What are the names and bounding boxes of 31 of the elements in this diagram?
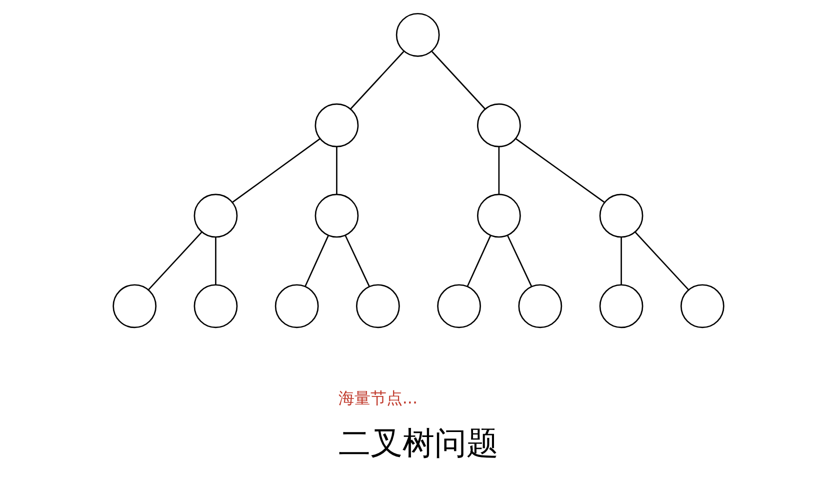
connector xyxy=(431,51,486,110)
node-circle xyxy=(396,12,440,57)
connector xyxy=(350,51,404,110)
label: 海量节点... xyxy=(338,388,418,408)
connector xyxy=(232,138,320,203)
connector xyxy=(304,235,329,287)
node-circle xyxy=(680,284,724,328)
node-circle xyxy=(194,194,238,238)
node-circle xyxy=(112,284,157,328)
connector xyxy=(620,237,622,285)
node-circle xyxy=(314,194,359,238)
node-circle xyxy=(599,284,644,328)
node-circle xyxy=(477,194,521,238)
connector xyxy=(516,138,605,203)
node-circle xyxy=(477,103,521,148)
node-circle xyxy=(194,284,238,328)
connector xyxy=(215,237,216,285)
connector xyxy=(336,147,338,194)
connector xyxy=(466,235,492,287)
connector xyxy=(506,234,532,287)
connector xyxy=(344,234,370,287)
node-circle xyxy=(518,284,562,328)
node-circle xyxy=(356,284,400,328)
connector xyxy=(634,232,689,290)
node-circle xyxy=(274,284,319,328)
node-circle xyxy=(599,194,644,238)
connector xyxy=(148,232,202,290)
caption: 二叉树问题 xyxy=(338,424,498,462)
node-circle xyxy=(437,284,481,328)
connector xyxy=(498,147,500,194)
node-circle xyxy=(314,103,359,148)
